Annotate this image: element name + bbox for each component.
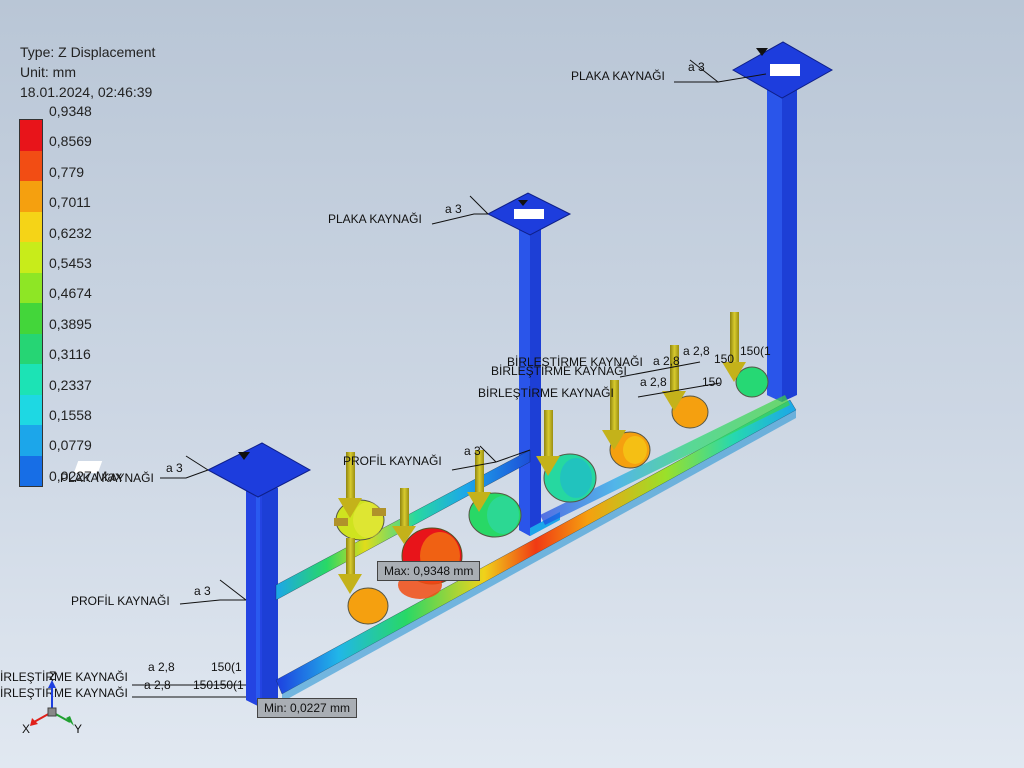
clamp-8 [735,366,769,398]
color-scale-value: 0,3116 [49,346,91,363]
weld-dim-1: 150 [702,375,722,389]
axis-triad: Z X Y [22,669,82,736]
color-scale-value: 0,0779 [49,437,92,454]
clamps [334,366,769,625]
load-arrows [338,312,746,594]
axis-y-label: Y [74,722,82,736]
result-date: 18.01.2024, 02:46:39 [20,84,153,100]
weld-dim-left-2: 150150(1 [193,678,244,692]
color-scale-value: 0,5453 [49,255,92,271]
weld-label-profil-left: PROFİL KAYNAĞI [71,593,170,608]
color-scale-segment [20,394,42,425]
weld-a3-left: a 3 [166,461,183,475]
weld-a28-1: a 2,8 [640,375,667,389]
color-scale-value: 0,2337 [49,376,92,393]
color-scale-segment [20,150,42,181]
color-scale-segment [20,272,42,303]
clamp-5 [347,587,389,625]
weld-label-profil-middle: PROFİL KAYNAĞI [343,453,442,468]
color-scale-value: 0,1558 [49,407,92,423]
weld-dim-left-1: 150(1 [211,660,242,674]
color-scale-value: 0,6232 [49,224,92,241]
clamp-6 [609,431,651,469]
color-scale-value: 0,8569 [49,133,92,150]
weld-a28-3: a 2,8 [683,344,710,358]
min-probe-label[interactable]: Min: 0,0227 mm [257,698,358,718]
axis-x-label: X [22,722,30,736]
weld-a28-left-1: a 2,8 [148,660,175,674]
plate-middle [486,192,572,236]
beam-front [275,399,797,702]
color-scale-value: 0,4674 [49,285,92,302]
weld-label-birlestirme-3: BİRLEŞTİRME KAYNAĞI [478,385,614,400]
color-scale-segment [20,364,42,395]
color-scale-segment [20,455,42,486]
color-scale-bar [19,119,43,487]
color-scale-value: 0,9348 [49,103,92,119]
weld-label-birlestirme-2: BİRLEŞTİRME KAYNAĞI [491,363,627,378]
max-probe-label[interactable]: Max: 0,9348 mm [377,561,481,581]
clamp-7 [671,395,709,429]
result-unit: Unit: mm [20,64,76,80]
weld-annotations [132,59,767,698]
weld-label-plaka-middle: PLAKA KAYNAĞI [328,211,422,226]
beam-cross [530,395,790,536]
weld-label-birlestirme-1: BİRLEŞTİRME KAYNAĞI [507,354,643,369]
weld-label-plaka-right: PLAKA KAYNAĞI [571,68,665,83]
color-scale-segment [20,425,42,456]
color-scale-segment [20,303,42,334]
result-type: Type: Z Displacement [20,44,156,60]
color-scale-value: 0,7011 [49,194,91,211]
weld-label-plaka-left: PLAKA KAYNAĞI [60,470,154,485]
weld-dim-2: 150 [714,352,734,366]
column-left [246,480,278,708]
weld-a3-right: a 3 [688,60,705,74]
color-scale-value: 0,0227 Max [49,467,123,484]
color-scale-segment [20,242,42,273]
weld-a28-left-2: a 2,8 [144,678,171,692]
column-middle [519,222,541,536]
color-scale-segment [20,333,42,364]
weld-a3-profil-middle: a 3 [464,444,481,458]
weld-dim-3: 150(1 [740,344,771,358]
color-scale-segment [20,181,42,212]
legend-header: Type: Z Displacement Unit: mm 18.01.2024… [20,42,155,102]
weld-label-birlestirme-left-1: İRLEŞTİRME KAYNAĞI [0,669,128,684]
color-scale-value: 0,3895 [49,315,92,332]
axis-z-label: Z [49,669,56,683]
color-scale-segment [20,211,42,242]
weld-label-birlestirme-left-2: İRLEŞTİRME KAYNAĞI [0,685,128,700]
weld-a3-profil-left: a 3 [194,584,211,598]
plate-right [731,41,834,99]
weld-a3-middle: a 3 [445,202,462,216]
color-scale-value: 0,779 [49,163,85,180]
color-scale-segment [20,120,42,151]
weld-a28-2: a 2,8 [653,354,680,368]
column-right [767,78,797,402]
plate-left [73,442,312,498]
clamp-4 [543,453,597,503]
